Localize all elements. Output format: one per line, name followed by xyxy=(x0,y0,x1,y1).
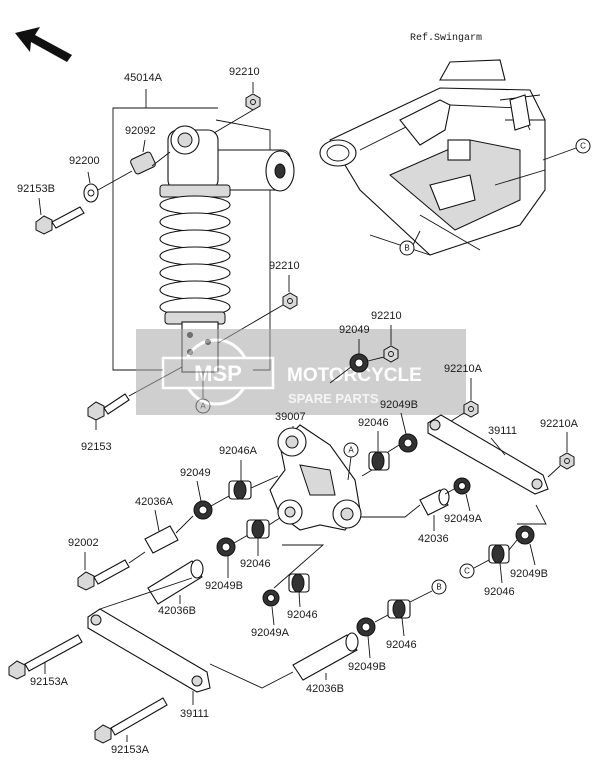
collar-42036B-a xyxy=(147,559,204,605)
svg-text:C: C xyxy=(580,142,586,151)
collar-42036 xyxy=(419,488,450,516)
label-39007: 39007 xyxy=(275,411,306,423)
label-92046-e: 92046 xyxy=(386,639,417,651)
label-42036A: 42036A xyxy=(135,496,174,508)
bearing-92046-b xyxy=(246,519,270,539)
label-92200: 92200 xyxy=(69,155,100,167)
nut-92210-right xyxy=(383,345,399,363)
label-92002: 92002 xyxy=(68,537,99,549)
label-92046-c: 92046 xyxy=(484,586,515,598)
washer-92049B-c xyxy=(515,525,535,545)
label-92210-right: 92210 xyxy=(371,310,402,322)
bearing-92046-d xyxy=(288,573,310,593)
label-92046-a: 92046 xyxy=(358,417,389,429)
label-92049B-a: 92049B xyxy=(380,399,418,411)
nut-92210-top xyxy=(245,93,261,111)
label-45014A: 45014A xyxy=(124,72,163,84)
washer-92049B-d xyxy=(356,617,376,637)
bolt-92002 xyxy=(77,559,130,591)
rocker-arm-39007 xyxy=(269,424,362,531)
label-92049-mid: 92049 xyxy=(180,467,211,479)
washer-92049-mid xyxy=(193,500,213,520)
collar-42036A xyxy=(144,525,179,554)
bolt-92153 xyxy=(87,393,130,421)
washer-92049B-b xyxy=(216,537,236,557)
label-92049B-c: 92049B xyxy=(510,568,548,580)
label-92049A-a: 92049A xyxy=(444,513,483,525)
nut-92210A-2 xyxy=(559,452,575,470)
svg-text:B: B xyxy=(404,244,409,253)
label-92153: 92153 xyxy=(81,441,112,453)
bolt-92153A-a xyxy=(8,634,83,680)
label-92092: 92092 xyxy=(125,125,156,137)
label-92046-b: 92046 xyxy=(240,558,271,570)
label-92049A-b: 92049A xyxy=(251,627,290,639)
swingarm-drawing xyxy=(319,59,546,256)
washer-92049-top xyxy=(349,353,369,373)
bearing-92046-e xyxy=(387,599,411,619)
watermark-line2: SPARE PARTS xyxy=(288,391,379,406)
nut-92210-mid xyxy=(282,292,298,310)
label-92049B-d: 92049B xyxy=(348,661,386,673)
callout-b-2: B xyxy=(431,579,447,595)
part-labels: 45014A 92210 92092 92200 92153B 92210 92… xyxy=(17,66,579,756)
label-39111-top: 39111 xyxy=(488,425,517,437)
callout-c-1: C xyxy=(575,138,591,154)
label-39111-bottom: 39111 xyxy=(180,708,209,720)
front-direction-arrow-icon xyxy=(15,27,72,62)
label-92046-d: 92046 xyxy=(287,609,318,621)
watermark-line1: MOTORCYCLE xyxy=(287,365,422,386)
svg-text:A: A xyxy=(348,446,354,455)
washer-92049A-b xyxy=(262,589,280,607)
label-92049B-b: 92049B xyxy=(205,580,243,592)
msp-logo: MSP xyxy=(161,338,275,406)
svg-text:MSP: MSP xyxy=(194,361,242,386)
label-92210-top: 92210 xyxy=(229,66,260,78)
washer-92049A-a xyxy=(453,477,471,495)
watermark: MSP MOTORCYCLE SPARE PARTS xyxy=(136,329,466,415)
label-92046A: 92046A xyxy=(219,445,258,457)
label-92210A-2: 92210A xyxy=(540,418,579,430)
bearing-92046A xyxy=(228,480,252,500)
label-92153B: 92153B xyxy=(17,183,55,195)
tie-rod-39111-bottom xyxy=(87,608,211,693)
label-92210A-1: 92210A xyxy=(444,363,483,375)
svg-text:B: B xyxy=(436,583,441,592)
label-92049-top: 92049 xyxy=(339,324,370,336)
spring-coils xyxy=(159,184,231,325)
callout-b-1: B xyxy=(399,240,415,256)
bearing-92046-a xyxy=(368,451,390,471)
collar-92092 xyxy=(130,151,156,175)
washer-92200 xyxy=(83,183,99,203)
label-42036: 42036 xyxy=(418,533,449,545)
tie-rod-39111-top xyxy=(427,414,549,495)
label-42036B-a: 42036B xyxy=(158,605,196,617)
ref-swingarm-label: Ref.Swingarm xyxy=(410,32,482,44)
bolt-92153B xyxy=(35,206,85,235)
label-92153A-b: 92153A xyxy=(111,744,150,756)
svg-text:C: C xyxy=(464,567,470,576)
bolt-92153A-b xyxy=(94,697,168,744)
bearing-92046-c xyxy=(488,544,510,564)
washer-92049B-a xyxy=(398,433,418,453)
nut-92210A-1 xyxy=(463,400,479,418)
callout-a-2: A xyxy=(343,442,359,458)
label-42036B-b: 42036B xyxy=(306,683,344,695)
callout-c-2: C xyxy=(459,563,475,579)
collar-42036B-b xyxy=(292,632,359,681)
label-92153A-a: 92153A xyxy=(30,676,69,688)
label-92210-mid: 92210 xyxy=(269,260,300,272)
